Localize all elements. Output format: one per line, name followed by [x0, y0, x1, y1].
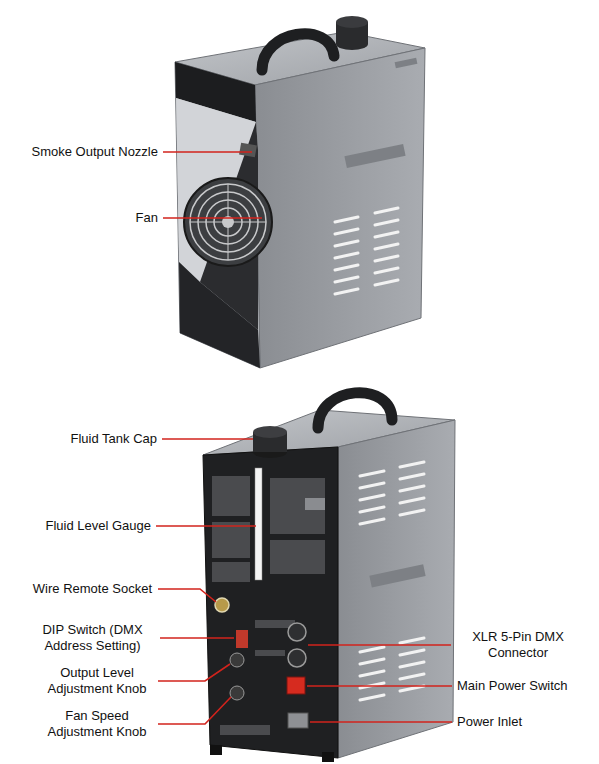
haze-machine-rear [212, 522, 250, 558]
leader-line [163, 217, 262, 219]
haze-machine-rear [203, 447, 338, 758]
haze-machine-rear [400, 498, 424, 503]
haze-machine-rear [400, 638, 424, 643]
leader-line [162, 438, 253, 440]
haze-machine-rear [203, 393, 455, 762]
haze-machine-front [335, 277, 358, 282]
haze-machine-rear [212, 476, 250, 516]
leader-line [158, 589, 216, 602]
haze-machine-rear [230, 686, 244, 700]
haze-machine-front [228, 184, 229, 260]
haze-machine-front [190, 184, 266, 260]
haze-machine-rear [400, 674, 424, 679]
leader-line [156, 525, 256, 527]
haze-machine-front [375, 208, 398, 213]
haze-machine-front [335, 217, 358, 222]
haze-machine-rear [288, 623, 306, 641]
haze-machine-rear [360, 495, 384, 500]
leader-line [158, 697, 231, 724]
haze-machine-rear [400, 650, 424, 655]
haze-machine-front [395, 58, 418, 68]
haze-machine-rear [400, 474, 424, 479]
haze-machine-front [335, 229, 358, 234]
haze-machine-front [336, 16, 368, 28]
haze-machine-rear [400, 510, 424, 515]
haze-machine-front [335, 208, 398, 294]
leader-line [308, 644, 451, 646]
haze-machine-rear [400, 462, 424, 467]
callout-label: Fluid Tank Cap [71, 431, 157, 447]
leader-line [156, 152, 452, 724]
leader-line [307, 685, 452, 687]
haze-machine-rear [360, 659, 384, 664]
haze-machine-rear [360, 519, 384, 524]
haze-machine-front [335, 253, 358, 258]
leader-line [158, 664, 230, 681]
haze-machine-front [375, 268, 398, 273]
haze-machine-front [375, 280, 398, 285]
haze-machine-front [262, 34, 334, 70]
callout-label: Power Inlet [457, 714, 522, 730]
haze-machine-rear [305, 498, 325, 510]
haze-machine-front [375, 244, 398, 249]
callout-label: Output Level Adjustment Knob [41, 665, 153, 697]
haze-machine-rear [400, 662, 424, 667]
haze-machine-front [335, 241, 358, 246]
haze-machine-rear [255, 468, 262, 580]
haze-machine-rear [287, 677, 305, 694]
haze-machine-rear [360, 671, 384, 676]
callout-label: Smoke Output Nozzle [32, 144, 158, 160]
haze-machine-rear [230, 653, 244, 667]
haze-machine-front [255, 48, 425, 368]
haze-machine-front [335, 265, 358, 270]
haze-machine-rear [255, 650, 285, 656]
haze-machine-rear [215, 598, 229, 612]
haze-machine-front [179, 262, 260, 368]
haze-machine-front [335, 289, 358, 294]
haze-machine-front [175, 16, 425, 368]
haze-machine-front [375, 232, 398, 237]
haze-machine-rear [322, 752, 334, 762]
haze-machine-rear [212, 562, 250, 582]
leader-line [163, 151, 252, 153]
haze-machine-rear [288, 649, 306, 667]
haze-machine-rear [270, 478, 325, 534]
callout-label: Fan Speed Adjustment Knob [41, 708, 153, 740]
haze-machine-rear [210, 745, 222, 755]
callout-label: Fan [136, 210, 158, 226]
haze-machine-front [375, 256, 398, 261]
callout-label: Main Power Switch [457, 678, 568, 694]
haze-machine-rear [369, 564, 425, 587]
haze-machine-rear [360, 647, 384, 652]
haze-machine-rear [220, 725, 270, 735]
callout-label: DIP Switch (DMX Address Setting) [30, 622, 155, 654]
haze-machine-rear [318, 393, 392, 428]
haze-machine-rear [270, 540, 325, 574]
leader-line [310, 721, 452, 723]
haze-machine-rear [360, 483, 384, 488]
haze-machine-front [375, 220, 398, 225]
callout-label: Wire Remote Socket [33, 581, 152, 597]
haze-machine-rear [338, 420, 455, 758]
haze-machine-front [184, 178, 272, 266]
haze-machine-rear [400, 486, 424, 491]
haze-machine-rear [253, 426, 287, 438]
haze-machine-front [239, 143, 257, 158]
haze-machine-rear [360, 695, 384, 700]
haze-machine-rear [288, 713, 308, 728]
callout-label: XLR 5-Pin DMX Connector [455, 629, 581, 661]
haze-machine-front [344, 144, 405, 168]
haze-machine-rear [360, 507, 384, 512]
leader-line [160, 637, 234, 639]
haze-machine-rear [360, 471, 384, 476]
haze-machine-rear [236, 630, 248, 648]
callout-label: Fluid Level Gauge [45, 518, 151, 534]
